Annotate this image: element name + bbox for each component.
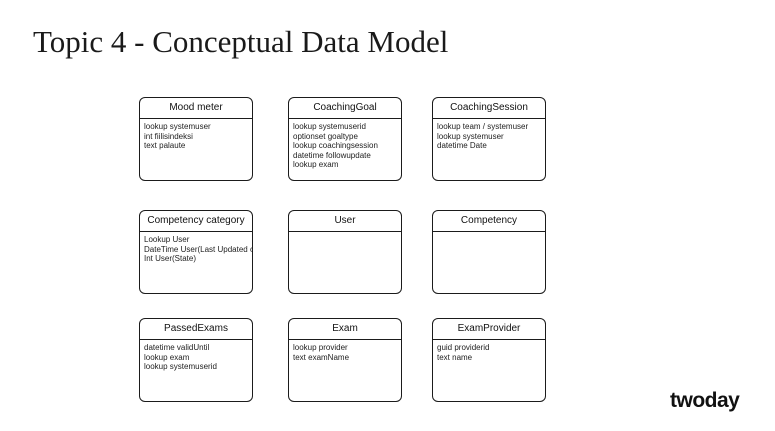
entity-name: CoachingSession <box>433 98 545 119</box>
entity-attribute: lookup systemuserid <box>293 122 366 131</box>
entity-name: User <box>289 211 401 232</box>
entity-attribute: text examName <box>293 352 350 362</box>
entity-name: ExamProvider <box>433 319 545 340</box>
entity-attribute: lookup provider <box>293 343 348 352</box>
entity-attribute: text name <box>437 352 473 362</box>
entity-attribute: optionset goaltype <box>293 131 358 141</box>
entity-attribute: lookup exam <box>293 160 339 170</box>
entity-box: User <box>288 210 402 294</box>
entity-attribute: datetime Date <box>437 141 487 151</box>
entity-attribute: lookup systemuser <box>437 131 504 141</box>
entity-attribute: lookup exam <box>144 352 190 362</box>
entity-attribute: lookup coachingsession <box>293 141 378 151</box>
entity-name: CoachingGoal <box>289 98 401 119</box>
entity-attribute: datetime followupdate <box>293 150 371 160</box>
entity-attribute: datetime validUntil <box>144 343 210 352</box>
entity-attribute: lookup systemuser <box>144 122 211 131</box>
entity-attribute: guid providerid <box>437 343 490 352</box>
entity-box: Competency <box>432 210 546 294</box>
entity-attributes <box>433 232 545 235</box>
entity-name: Competency category <box>140 211 252 232</box>
entity-name: Exam <box>289 319 401 340</box>
slide-title: Topic 4 - Conceptual Data Model <box>33 24 449 59</box>
entity-name: Competency <box>433 211 545 232</box>
entity-name: Mood meter <box>140 98 252 119</box>
entity-attribute: Int User(State) <box>144 254 197 264</box>
entity-attribute: DateTime User(Last Updated on) <box>144 244 253 254</box>
entity-attribute: lookup systemuserid <box>144 362 217 372</box>
entity-attribute: Lookup User <box>144 235 190 244</box>
entity-attribute: text palaute <box>144 141 186 151</box>
entity-attributes <box>289 232 401 235</box>
twoday-logo: twoday <box>670 389 740 412</box>
entity-name: PassedExams <box>140 319 252 340</box>
entity-attribute: int fiilisindeksi <box>144 131 193 141</box>
entity-attribute: lookup team / systemuser <box>437 122 529 131</box>
